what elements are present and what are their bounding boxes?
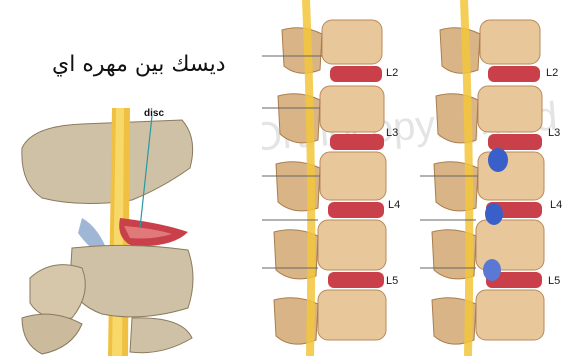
level-label-left-l4: L4 [388,199,400,211]
disc-label: disc [144,108,164,119]
level-label-right-l4: L4 [550,199,562,211]
level-label-left-l2: L2 [386,67,398,79]
caption-text: ديسك بين مهره اي [52,52,226,77]
level-label-right-l3: L3 [548,127,560,139]
disc-closeup-illustration: disc [12,108,202,356]
level-label-left-l5: L5 [386,275,398,287]
level-label-right-l2: L2 [546,67,558,79]
lumbar-spine-illustration: Orthocopyrighted L2 L3 L4 L5 [262,0,575,356]
level-label-right-l5: L5 [548,275,560,287]
level-label-left-l3: L3 [386,127,398,139]
